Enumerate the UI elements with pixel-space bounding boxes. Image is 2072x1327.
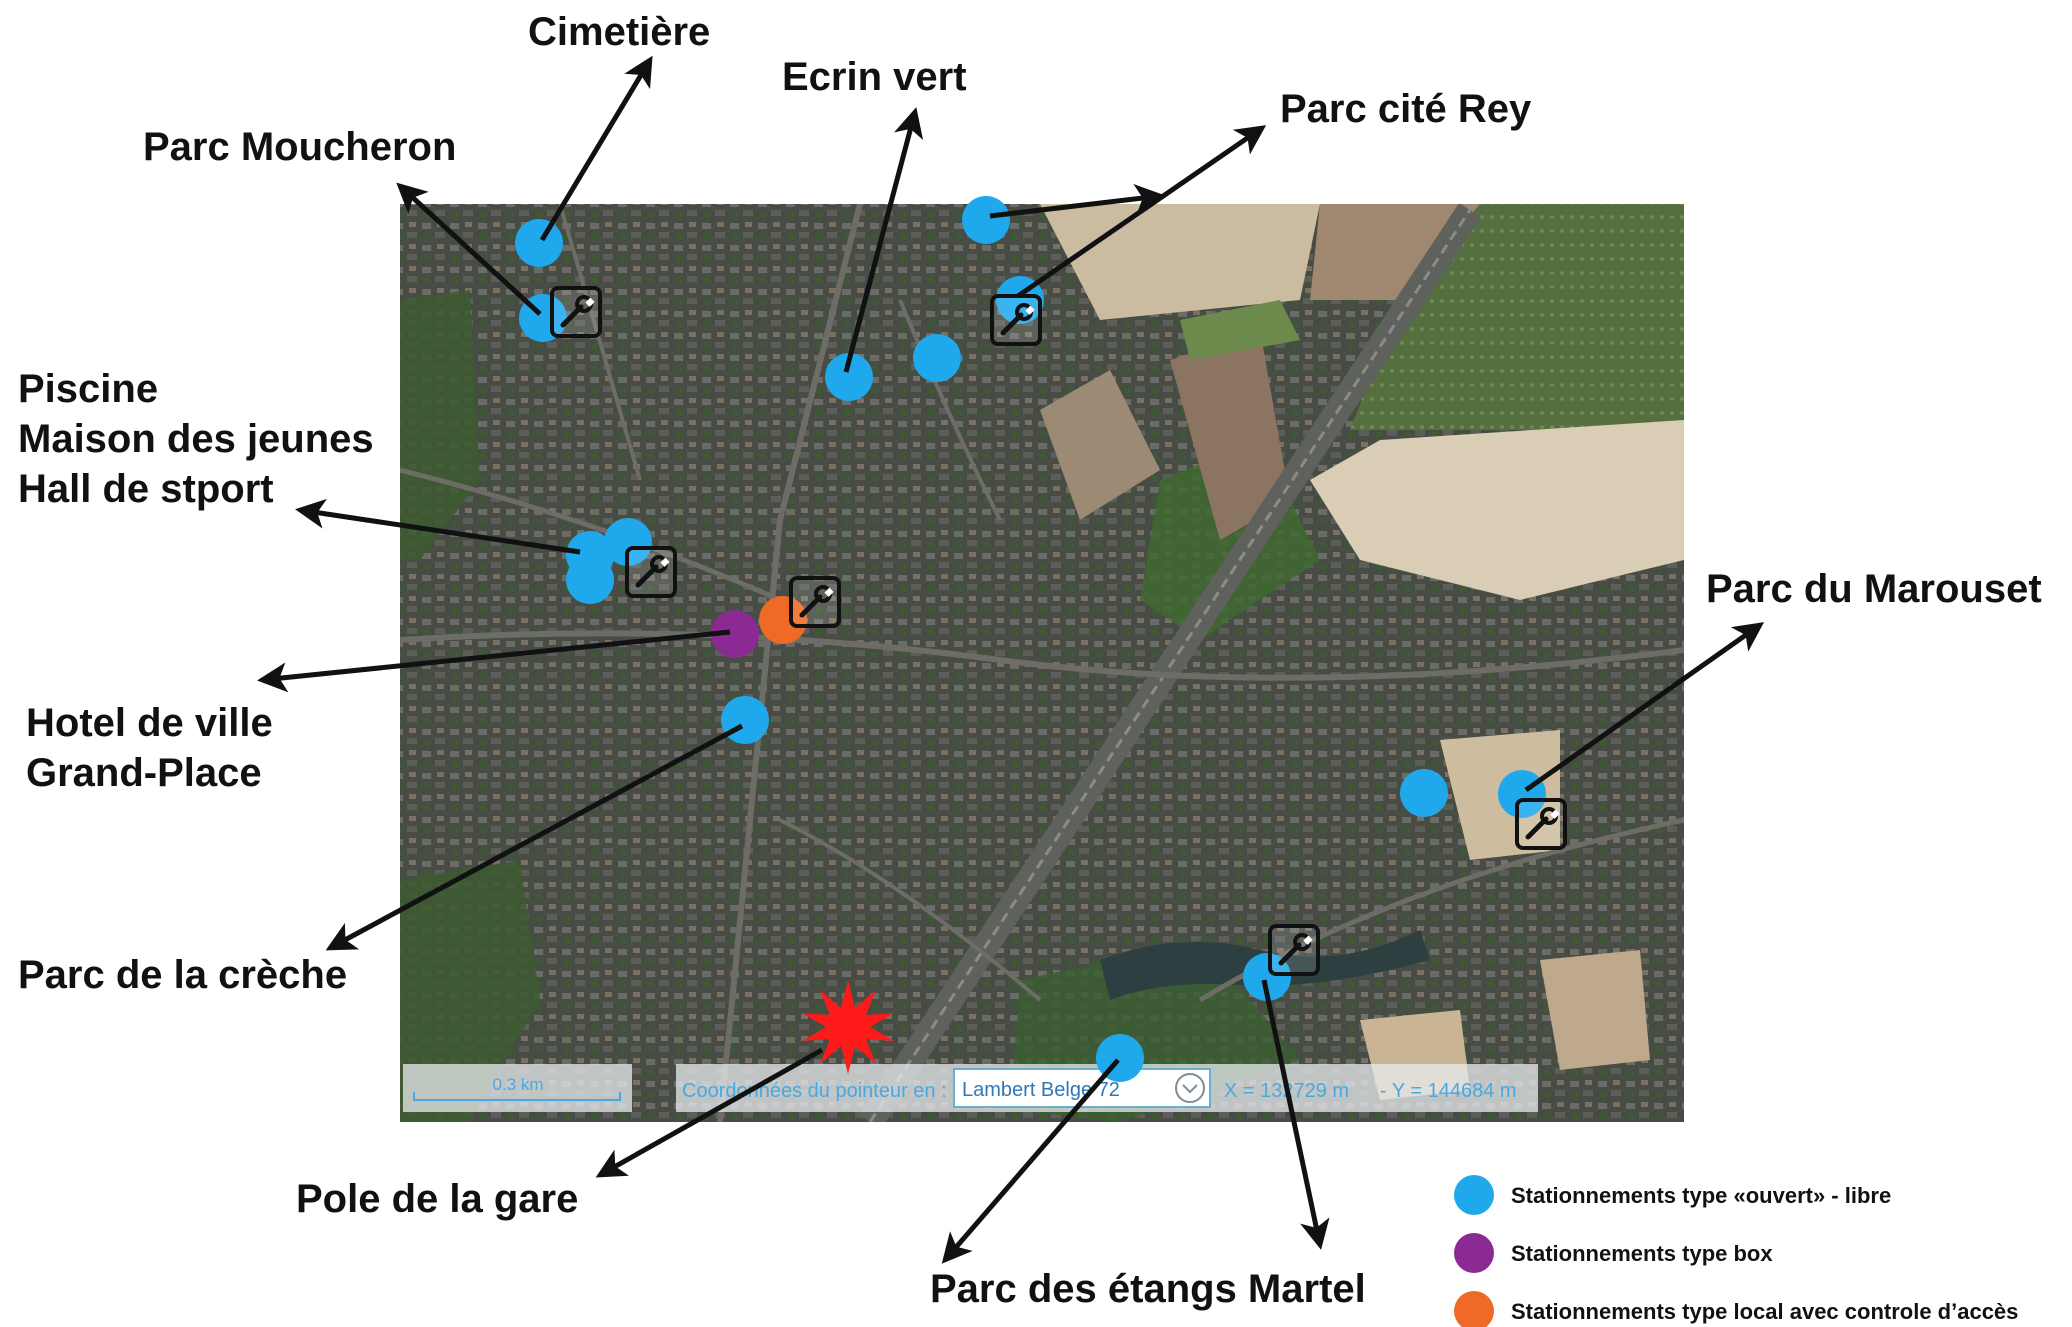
label-piscine: Piscine (18, 367, 158, 411)
legend-item: Stationnements type local avec controle … (1454, 1291, 2018, 1327)
label-hall-de-stport: Hall de stport (18, 467, 274, 511)
map-toolbar: 0.3 km Coordonnées du pointeur en : Lamb… (403, 1064, 1538, 1112)
legend-label-box: Stationnements type box (1511, 1241, 1773, 1266)
arrow-martel (1261, 979, 1330, 1250)
label-parc-cite-rey: Parc cité Rey (1280, 87, 1532, 131)
parking-marker-open[interactable] (721, 696, 769, 744)
y-coordinate-readout: - Y = 144684 m (1380, 1080, 1517, 1102)
arrow-parc-du-marouset (1524, 622, 1765, 793)
arrow-ecrin-vert (843, 107, 924, 373)
parking-marker-open[interactable] (825, 353, 873, 401)
wrench-icon (990, 294, 1042, 346)
parking-marker-open[interactable] (1243, 953, 1291, 1001)
label-grand-place: Grand-Place (26, 751, 262, 795)
label-parc-moucheron: Parc Moucheron (143, 125, 456, 169)
parking-marker-open[interactable] (962, 196, 1010, 244)
scale-label: 0.3 km (492, 1075, 543, 1094)
legend: Stationnements type «ouvert» - libre Sta… (1454, 1175, 2018, 1327)
legend-item: Stationnements type box (1454, 1233, 1773, 1273)
parking-marker-box[interactable] (711, 610, 759, 658)
label-cimetiere: Cimetière (528, 10, 710, 54)
wrench-icon (625, 546, 677, 598)
legend-swatch-box (1454, 1233, 1494, 1273)
arrow-parc-moucheron (396, 182, 542, 316)
maintenance-badges (550, 286, 1567, 976)
parking-marker-open[interactable] (913, 334, 961, 382)
scale-bar (413, 1092, 621, 1101)
wrench-icon (550, 286, 602, 338)
scale-bar-panel (403, 1064, 632, 1112)
arrow-piscine (295, 498, 581, 555)
callout-labels: Cimetière Ecrin vert Parc cité Rey Parc … (18, 10, 2042, 1311)
arrow-parc-des-etangs (941, 1058, 1120, 1264)
label-parc-du-marouset: Parc du Marouset (1706, 567, 2042, 611)
arrow-parc-cite-rey-2 (989, 184, 1165, 219)
projection-value: Lambert Belge 72 (962, 1079, 1120, 1101)
legend-label-open: Stationnements type «ouvert» - libre (1511, 1183, 1891, 1208)
legend-swatch-open (1454, 1175, 1494, 1215)
label-ecrin-vert: Ecrin vert (782, 55, 967, 99)
label-pole-de-la-gare: Pole de la gare (296, 1177, 578, 1221)
wrench-icon (789, 576, 841, 628)
parking-marker-open[interactable] (566, 556, 614, 604)
aerial-map[interactable] (400, 204, 1684, 1122)
legend-swatch-local-access (1454, 1291, 1494, 1327)
parking-marker-open[interactable] (604, 518, 652, 566)
label-parc-de-la-creche: Parc de la crèche (18, 953, 347, 997)
arrow-hotel-de-ville (257, 629, 731, 693)
label-hotel-de-ville: Hotel de ville (26, 701, 273, 745)
chevron-down-icon[interactable] (1175, 1073, 1205, 1103)
arrow-cimetiere (539, 55, 653, 242)
coordinates-label: Coordonnées du pointeur en : (682, 1080, 947, 1102)
arrow-pole-de-la-gare (595, 1047, 824, 1178)
label-maison-des-jeunes: Maison des jeunes (18, 417, 374, 461)
parking-marker-open[interactable] (515, 219, 563, 267)
starburst-icon[interactable] (802, 980, 894, 1074)
label-parc-des-etangs-martel: Parc des étangs Martel (930, 1267, 1366, 1311)
wrench-icon (1515, 798, 1567, 850)
callout-arrows (257, 55, 1765, 1264)
parking-marker-open[interactable] (1400, 769, 1448, 817)
parking-markers (515, 196, 1546, 1082)
legend-label-local-access: Stationnements type local avec controle … (1511, 1299, 2018, 1324)
legend-item: Stationnements type «ouvert» - libre (1454, 1175, 1891, 1215)
wrench-icon (1268, 924, 1320, 976)
arrow-parc-de-la-creche (325, 723, 744, 951)
parking-marker-local-access[interactable] (759, 596, 807, 644)
